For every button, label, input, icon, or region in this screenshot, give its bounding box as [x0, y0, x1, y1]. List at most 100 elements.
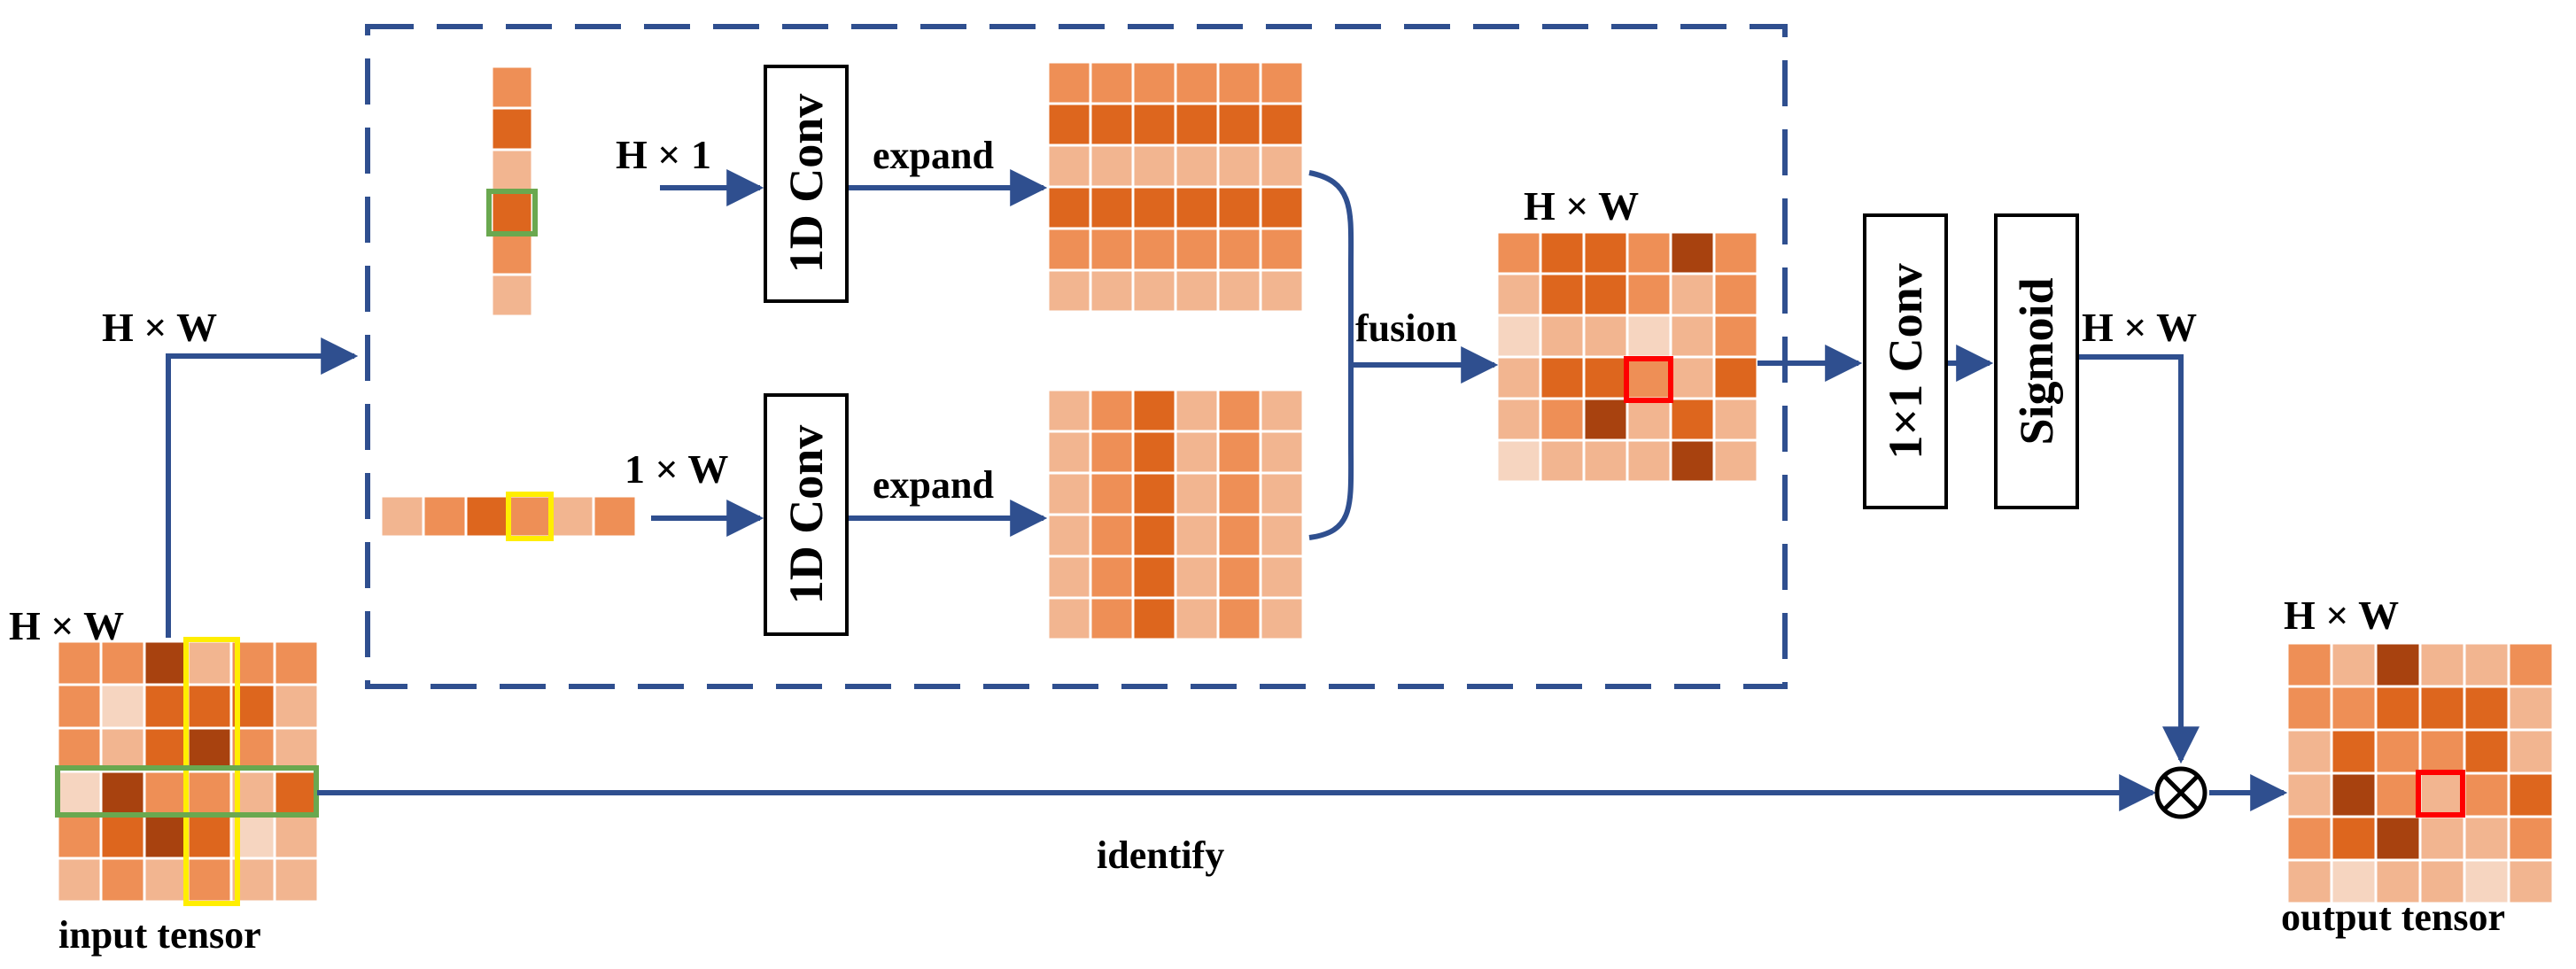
- input-cell: [56, 683, 103, 730]
- output-cell: [2330, 685, 2378, 732]
- expanded-row-cell: [1259, 60, 1305, 105]
- column-vector-cell: [490, 148, 534, 193]
- expanded-column-cell: [1089, 513, 1135, 558]
- expanded-column-cell: [1131, 388, 1177, 433]
- input-cell: [99, 726, 146, 773]
- row-vector-cell: [464, 494, 510, 539]
- output-cell: [2463, 771, 2510, 818]
- output-cell: [2330, 728, 2378, 775]
- input-cell: [143, 813, 190, 860]
- fusion-cell: [1539, 230, 1586, 275]
- fusion-cell: [1495, 272, 1542, 317]
- fusion-cell: [1669, 314, 1716, 359]
- fusion-cell: [1712, 397, 1759, 442]
- row-vector-cell: [592, 494, 638, 539]
- expanded-column-cell: [1216, 388, 1262, 433]
- output-cell: [2463, 685, 2510, 732]
- input-cell: [273, 683, 320, 730]
- fusion-cell: [1712, 272, 1759, 317]
- input-cell: [143, 640, 190, 686]
- conv-1x1-label: 1×1 Conv: [1879, 263, 1932, 459]
- branch-dims-label: H × W: [102, 305, 217, 350]
- expanded-row-cell: [1259, 227, 1305, 272]
- expanded-row-cell: [1046, 268, 1092, 314]
- input-cell: [56, 857, 103, 903]
- column-vector-cell: [490, 190, 534, 235]
- input-cell: [186, 640, 233, 686]
- column-vector-highlight: [486, 189, 538, 236]
- fusion-cell: [1495, 314, 1542, 359]
- output-cell: [2330, 815, 2378, 862]
- expanded-row-cell: [1089, 185, 1135, 230]
- output-cell: [2418, 858, 2466, 905]
- output-cell: [2330, 641, 2378, 688]
- output-cell: [2374, 685, 2422, 732]
- input-cell: [56, 813, 103, 860]
- expanded-row-cell: [1131, 227, 1177, 272]
- fusion-attention-map: [1495, 230, 1759, 484]
- fusion-cell: [1626, 314, 1672, 359]
- identify-label: identify: [1097, 833, 1224, 877]
- multiply-icon: [2154, 766, 2207, 819]
- expanded-column-cell: [1089, 554, 1135, 600]
- fusion-cell: [1712, 438, 1759, 484]
- expanded-row-cell: [1216, 102, 1262, 147]
- expanded-row-cell: [1174, 60, 1220, 105]
- expanded-row-cell: [1174, 268, 1220, 314]
- expanded-column-cell: [1174, 430, 1220, 475]
- fusion-cell: [1495, 230, 1542, 275]
- output-cell: [2285, 771, 2333, 818]
- expanded-row-cell: [1131, 60, 1177, 105]
- conv-bottom-box: [764, 393, 849, 636]
- row-vector-cell: [549, 494, 595, 539]
- fusion-cell: [1582, 314, 1629, 359]
- fusion-cell: [1539, 438, 1586, 484]
- fusion-cell: [1582, 397, 1629, 442]
- output-cell: [2330, 858, 2378, 905]
- expanded-column-cell: [1089, 388, 1135, 433]
- branch-arrow: [166, 337, 359, 638]
- column-vector-cell: [490, 65, 534, 110]
- output-cell: [2418, 728, 2466, 775]
- fusion-cell: [1669, 230, 1716, 275]
- expanded-row-cell: [1089, 268, 1135, 314]
- expanded-row-cell: [1046, 143, 1092, 189]
- fusion-cell: [1582, 355, 1629, 400]
- expand-bottom-label: expand: [873, 463, 994, 507]
- input-cell: [99, 683, 146, 730]
- input-cell: [99, 770, 146, 817]
- input-cell: [56, 726, 103, 773]
- expanded-column-cell: [1046, 471, 1092, 516]
- fusion-brace: [1308, 170, 1354, 540]
- input-cell: [56, 770, 103, 817]
- attention-module-border: [365, 24, 1788, 689]
- expanded-row-map: [1046, 60, 1305, 314]
- fusion-cell: [1669, 355, 1716, 400]
- expanded-row-cell: [1089, 227, 1135, 272]
- row-dims-label: 1 × W: [625, 446, 728, 492]
- conv-top-label: 1D Conv: [780, 94, 833, 274]
- expanded-row-cell: [1046, 102, 1092, 147]
- expanded-column-cell: [1174, 554, 1220, 600]
- row-vector-cell: [507, 494, 553, 539]
- output-cell: [2374, 771, 2422, 818]
- output-cell: [2507, 641, 2555, 688]
- expanded-row-cell: [1089, 102, 1135, 147]
- output-cell: [2507, 685, 2555, 732]
- output-cell: [2285, 815, 2333, 862]
- row-vector-cell: [422, 494, 468, 539]
- expanded-column-cell: [1259, 596, 1305, 641]
- output-cell: [2507, 858, 2555, 905]
- output-cell: [2507, 771, 2555, 818]
- expanded-row-cell: [1046, 185, 1092, 230]
- fusion-cell: [1495, 438, 1542, 484]
- fusion-cell: [1669, 272, 1716, 317]
- fusion-cell: [1626, 438, 1672, 484]
- expanded-row-cell: [1046, 227, 1092, 272]
- expanded-row-cell: [1131, 185, 1177, 230]
- expanded-column-cell: [1174, 513, 1220, 558]
- output-cell: [2374, 641, 2422, 688]
- expanded-row-cell: [1089, 143, 1135, 189]
